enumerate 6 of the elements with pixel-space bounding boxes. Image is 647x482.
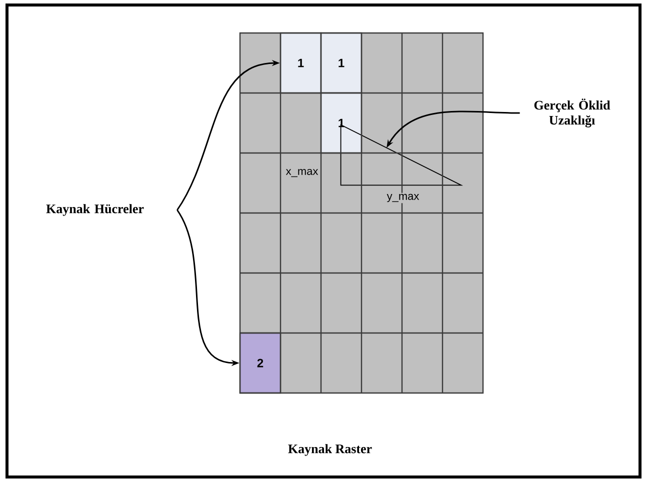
raster-cell: 1 [320, 32, 362, 94]
raster-cell: 1 [280, 32, 322, 94]
caption: Kaynak Raster [288, 444, 372, 456]
callout-text: Gerçek Öklid Uzaklığı [534, 98, 610, 128]
callout-text: Kaynak Hücreler [46, 204, 144, 216]
raster-cell: 2 [239, 332, 282, 394]
